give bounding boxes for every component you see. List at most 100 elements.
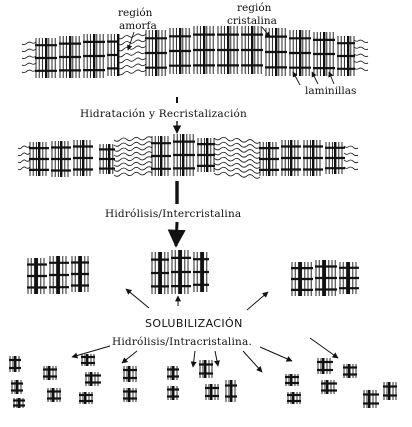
amorphous-chain xyxy=(114,172,152,177)
crystalline-lamella-block xyxy=(343,364,357,378)
crystalline-lamella-block xyxy=(291,262,313,296)
crystalline-lamella-block xyxy=(107,34,119,76)
crystalline-lamella-block xyxy=(363,390,379,408)
crystalline-lamella-block xyxy=(99,144,115,174)
amorphous-chain xyxy=(118,70,146,75)
crystalline-lamella-block xyxy=(11,380,23,394)
crystalline-lamella-block xyxy=(193,26,215,74)
amorphous-chain xyxy=(114,157,152,162)
crystalline-lamella-block xyxy=(167,366,179,380)
crystalline-lamella-block xyxy=(83,34,105,78)
label-amorphous-region-line2: amorfa xyxy=(119,20,157,32)
crystalline-lamella-block xyxy=(123,388,137,402)
crystalline-lamella-block xyxy=(315,260,337,296)
crystalline-lamella-block xyxy=(325,142,345,174)
stage-2-hydrated-granule xyxy=(18,134,358,178)
amorphous-chain xyxy=(354,54,368,57)
crystalline-lamella-block xyxy=(197,138,215,172)
amorphous-chain xyxy=(214,172,260,178)
amorphous-chain xyxy=(214,147,260,153)
crystalline-lamella-block xyxy=(47,388,61,402)
amorphous-chain xyxy=(214,157,260,163)
crystalline-lamella-block xyxy=(225,380,237,402)
amorphous-chain xyxy=(18,146,30,149)
crystalline-lamella-block xyxy=(79,392,93,404)
crystalline-lamella-block xyxy=(287,392,301,404)
crystalline-lamella-block xyxy=(169,28,191,74)
stage-4-lamellae-fragments xyxy=(9,354,397,408)
amorphous-chain xyxy=(114,147,152,152)
amorphous-chain xyxy=(354,61,368,64)
amorphous-chain xyxy=(344,153,358,156)
crystalline-lamella-block xyxy=(151,136,171,176)
crystalline-lamella-block xyxy=(29,142,49,176)
amorphous-chain xyxy=(114,142,152,147)
crystalline-lamella-block xyxy=(303,140,323,176)
crystalline-lamella-block xyxy=(71,256,89,292)
crystalline-lamella-block xyxy=(51,141,71,177)
crystalline-lamella-block xyxy=(339,262,359,294)
amorphous-chain xyxy=(118,58,146,63)
crystalline-lamella-block xyxy=(281,140,301,176)
crystalline-lamella-block xyxy=(35,38,57,78)
crystalline-lamella-block xyxy=(85,372,101,386)
crystalline-lamella-block xyxy=(171,250,191,294)
crystalline-lamella-block xyxy=(337,36,355,76)
crystalline-lamella-block xyxy=(145,30,167,76)
crystalline-lamella-block xyxy=(217,26,239,74)
amorphous-chain xyxy=(18,160,30,163)
crystalline-lamella-block xyxy=(383,382,397,400)
crystalline-lamella-block xyxy=(81,354,95,366)
amorphous-chain xyxy=(344,146,358,149)
stage-1-starch-granule xyxy=(22,26,368,78)
amorphous-chain xyxy=(22,42,36,45)
crystalline-lamella-block xyxy=(9,356,21,372)
amorphous-chain xyxy=(118,64,146,69)
crystalline-lamella-block xyxy=(321,380,337,394)
crystalline-lamella-block xyxy=(173,134,195,176)
amorphous-chain xyxy=(214,162,260,168)
crystalline-lamella-block xyxy=(13,398,25,408)
amorphous-chain xyxy=(354,68,368,71)
crystalline-lamella-block xyxy=(205,384,219,400)
amorphous-chain xyxy=(22,63,36,66)
amorphous-chain xyxy=(214,142,260,148)
amorphous-chain xyxy=(354,47,368,50)
amorphous-chain xyxy=(22,56,36,59)
label-amorphous-region-line1: región xyxy=(118,7,153,19)
amorphous-chain xyxy=(214,137,260,143)
step-intercrystalline-hydrolysis: Hidrólisis/Intercristalina xyxy=(105,208,241,220)
crystalline-lamella-block xyxy=(259,142,279,176)
amorphous-chain xyxy=(214,152,260,158)
crystalline-lamella-block xyxy=(123,366,137,382)
crystalline-lamella-block xyxy=(241,26,263,74)
crystalline-lamella-block xyxy=(199,360,213,378)
step-solubilization: SOLUBILIZACIÓN xyxy=(145,317,243,330)
crystalline-lamella-block xyxy=(43,366,57,380)
step-hydration-recrystallization: Hidratación y Recristalización xyxy=(80,108,247,120)
amorphous-chain xyxy=(114,137,152,142)
stage-3-crystallite-blocks xyxy=(27,250,359,296)
amorphous-chain xyxy=(344,167,358,170)
amorphous-chain xyxy=(114,162,152,167)
process-arrows xyxy=(72,97,338,372)
amorphous-chain xyxy=(22,70,36,73)
amorphous-chain xyxy=(118,52,146,57)
crystalline-lamella-block xyxy=(289,30,311,76)
label-crystalline-region-line2: cristalina xyxy=(227,15,277,27)
crystalline-lamella-block xyxy=(167,386,179,400)
step-intracrystalline-hydrolysis: Hidrólisis/Intracristalina. xyxy=(112,336,252,348)
amorphous-chain xyxy=(118,46,146,51)
crystalline-lamella-block xyxy=(317,358,333,374)
crystalline-lamella-block xyxy=(313,32,335,76)
label-lamellae: laminillas xyxy=(305,85,356,97)
crystalline-lamella-block xyxy=(49,256,69,294)
crystalline-lamella-block xyxy=(59,36,81,78)
crystalline-lamella-block xyxy=(73,140,93,176)
amorphous-chain xyxy=(118,40,146,45)
crystalline-lamella-block xyxy=(151,252,169,294)
amorphous-chain xyxy=(354,40,368,43)
label-crystalline-region-line1: región xyxy=(237,2,272,14)
